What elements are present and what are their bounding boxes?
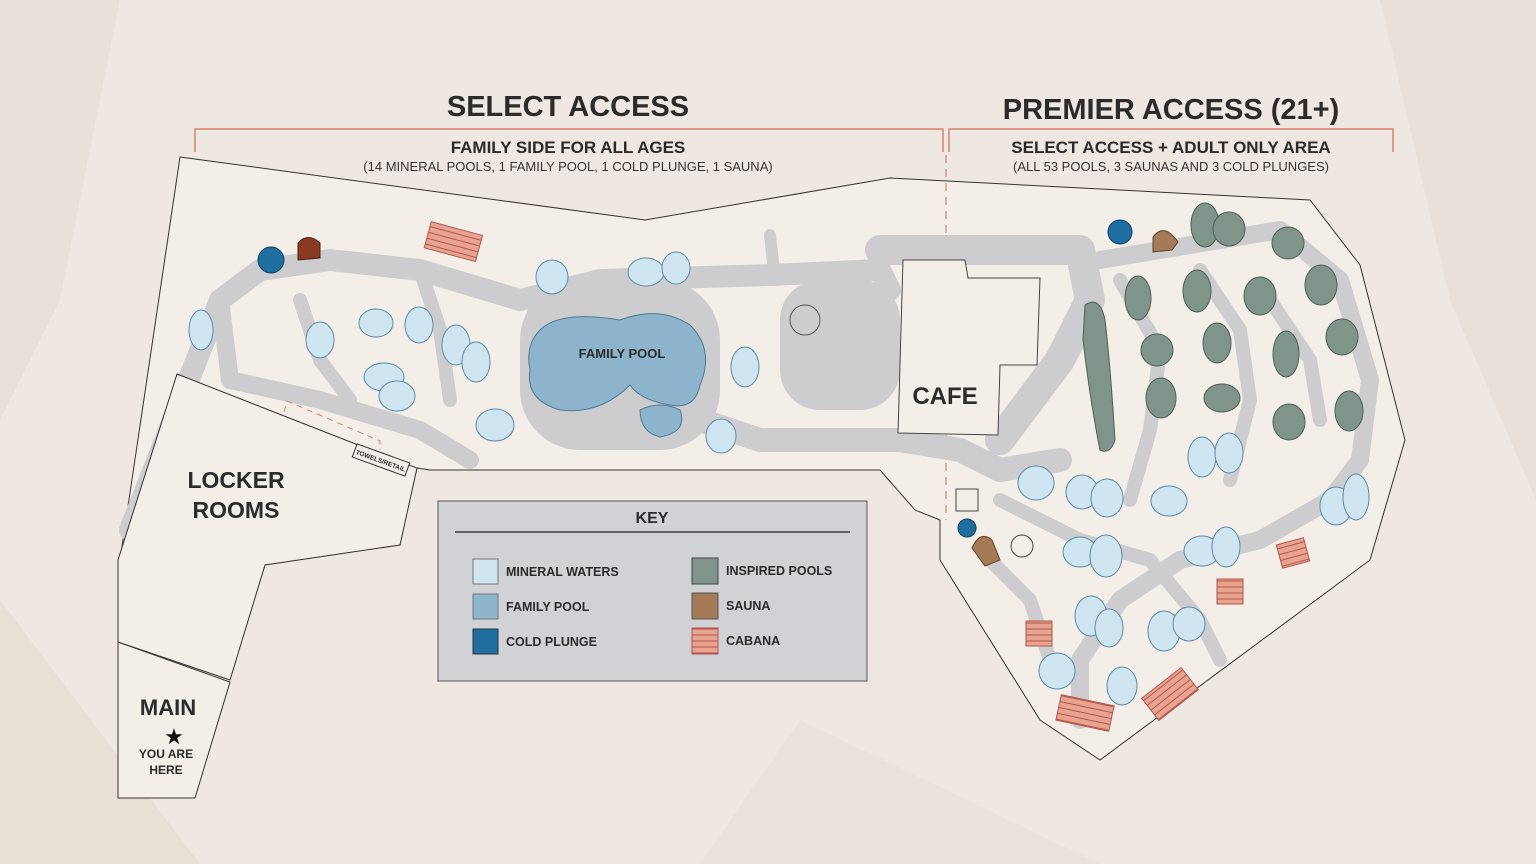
key-label-mineral-waters: MINERAL WATERS bbox=[506, 565, 619, 579]
cabana bbox=[423, 221, 484, 263]
sauna bbox=[297, 237, 321, 261]
cold-plunge bbox=[957, 518, 977, 538]
key-label-cabana: CABANA bbox=[726, 634, 780, 648]
key-title: KEY bbox=[636, 510, 669, 527]
you-are-here-star-icon: ★ bbox=[164, 725, 184, 750]
walkway-cafe-plaza bbox=[780, 280, 900, 410]
towels-retail-box[interactable] bbox=[351, 443, 411, 477]
storage-box bbox=[955, 488, 979, 512]
locker-rooms-label-1: LOCKER bbox=[187, 467, 285, 493]
cold-plunge bbox=[1107, 219, 1133, 245]
key-swatch-mineral-waters bbox=[472, 558, 499, 585]
walkways bbox=[119, 221, 1379, 729]
locker-rooms bbox=[117, 373, 418, 681]
main-label: MAIN bbox=[140, 695, 196, 720]
family-pool-label: FAMILY POOL bbox=[579, 346, 666, 361]
cafe-label: CAFE bbox=[912, 383, 977, 410]
locker-rooms-label-2: ROOMS bbox=[193, 497, 280, 523]
key-label-inspired-pools: INSPIRED POOLS bbox=[726, 564, 832, 578]
you-are-here-label-1: YOU ARE bbox=[139, 747, 193, 761]
family-pool-annex bbox=[639, 404, 683, 438]
fountain bbox=[789, 304, 821, 336]
key-swatch-inspired-pools bbox=[691, 557, 719, 585]
inspired-pools bbox=[1082, 202, 1364, 452]
key-swatch-cabana bbox=[691, 627, 719, 655]
family-pool bbox=[528, 313, 707, 412]
key-label-cold-plunge: COLD PLUNGE bbox=[506, 635, 597, 649]
key-label-family-pool: FAMILY POOL bbox=[506, 600, 590, 614]
select-access-details: (14 MINERAL POOLS, 1 FAMILY POOL, 1 COLD… bbox=[363, 159, 772, 174]
you-are-here-label-2: HERE bbox=[149, 763, 182, 777]
select-access-title: SELECT ACCESS bbox=[447, 91, 689, 123]
key-label-sauna: SAUNA bbox=[726, 599, 770, 613]
map-key: KEY MINERAL WATERS FAMILY POOL COLD PLUN… bbox=[437, 500, 868, 682]
cafe-building bbox=[897, 259, 1041, 436]
premier-bracket bbox=[948, 128, 1394, 152]
main-entrance bbox=[117, 641, 231, 799]
cabanas-premier bbox=[1025, 537, 1311, 732]
towels-route bbox=[283, 400, 381, 450]
mineral-pools-select bbox=[188, 251, 760, 454]
premier-access-subtitle: SELECT ACCESS + ADULT ONLY AREA bbox=[1011, 138, 1330, 157]
select-bracket bbox=[194, 128, 944, 152]
key-swatch-cold-plunge bbox=[472, 628, 499, 655]
fountain bbox=[1010, 534, 1034, 558]
sauna bbox=[1152, 230, 1179, 253]
cold-plunge bbox=[257, 246, 285, 274]
premier-access-details: (ALL 53 POOLS, 3 SAUNAS AND 3 COLD PLUNG… bbox=[1013, 159, 1329, 174]
key-swatch-family-pool bbox=[472, 593, 499, 620]
select-access-subtitle: FAMILY SIDE FOR ALL AGES bbox=[451, 138, 686, 157]
sauna bbox=[971, 535, 1001, 567]
premier-access-title: PREMIER ACCESS (21+) bbox=[1003, 94, 1340, 126]
mineral-pools-premier bbox=[1017, 432, 1370, 706]
key-swatch-sauna bbox=[691, 592, 719, 620]
